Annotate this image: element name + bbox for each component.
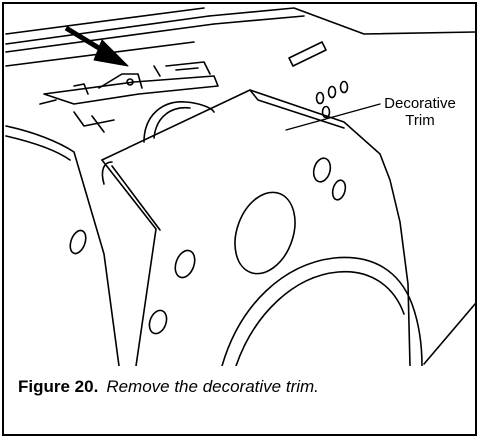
front-panel <box>148 157 347 335</box>
decorative-trim <box>101 89 411 366</box>
figure-caption: Figure 20. Remove the decorative trim. <box>18 377 319 397</box>
callout-label-line2: Trim <box>405 112 434 129</box>
control-panel <box>208 7 475 119</box>
callout-label-line1: Decorative <box>384 95 456 112</box>
figure-label: Figure 20. <box>18 377 99 396</box>
appliance-illustration: Decorative Trim <box>5 7 475 366</box>
figure-caption-text: Remove the decorative trim. <box>106 377 319 396</box>
callout-leader <box>285 103 381 131</box>
arrow-icon <box>64 25 129 67</box>
top-rear-edge <box>5 7 215 67</box>
latch-assembly <box>39 61 219 133</box>
door-curve <box>221 256 475 366</box>
rear-knob <box>143 101 215 143</box>
cabinet-left <box>5 125 120 366</box>
